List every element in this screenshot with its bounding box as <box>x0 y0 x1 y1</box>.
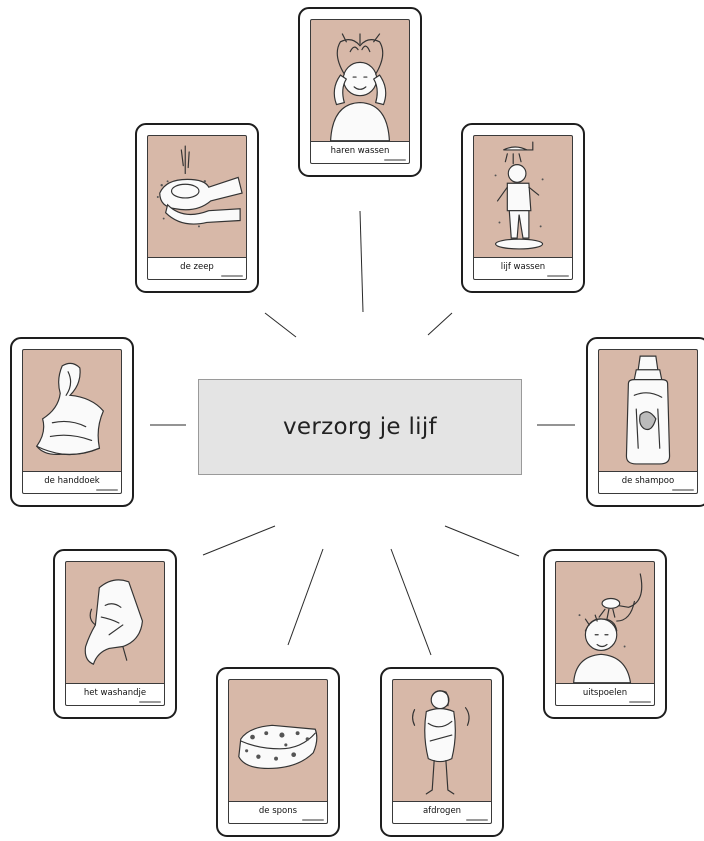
drying-off-icon <box>412 690 470 795</box>
card-picture <box>310 19 410 142</box>
card-label: haren wassen <box>310 142 410 164</box>
card-picture <box>147 135 247 258</box>
card-publisher-mark <box>96 489 118 491</box>
card-picture <box>392 679 492 802</box>
card-picture <box>598 349 698 472</box>
card-label: het washandje <box>65 684 165 706</box>
card-de-shampoo: de shampoo <box>586 337 704 507</box>
card-afdrogen: afdrogen <box>380 667 504 837</box>
card-label: lijf wassen <box>473 258 573 280</box>
card-publisher-mark <box>672 489 694 491</box>
center-topic-box: verzorg je lijf <box>198 379 522 475</box>
card-de-handdoek: de handdoek <box>10 337 134 507</box>
card-uitspoelen: uitspoelen <box>543 549 667 719</box>
card-label: de shampoo <box>598 472 698 494</box>
card-label: de spons <box>228 802 328 824</box>
card-picture <box>65 561 165 684</box>
connector-het-washandje <box>202 525 276 556</box>
card-picture <box>555 561 655 684</box>
sponge-icon <box>238 724 318 770</box>
connector-uitspoelen <box>444 525 520 557</box>
card-publisher-mark <box>384 159 406 161</box>
connector-lijf-wassen <box>427 312 453 336</box>
center-title: verzorg je lijf <box>283 414 437 440</box>
card-publisher-mark <box>547 275 569 277</box>
soap-hands-icon <box>156 145 243 228</box>
card-publisher-mark <box>466 819 488 821</box>
connector-de-zeep <box>264 312 297 338</box>
card-label: afdrogen <box>392 802 492 824</box>
card-label: uitspoelen <box>555 684 655 706</box>
connector-haren-wassen <box>359 210 364 313</box>
card-het-washandje: het washandje <box>53 549 177 719</box>
card-picture <box>22 349 122 472</box>
card-haren-wassen: haren wassen <box>298 7 422 177</box>
rinse-hair-icon <box>573 573 643 683</box>
card-publisher-mark <box>302 819 324 821</box>
card-publisher-mark <box>221 275 243 277</box>
card-de-spons: de spons <box>216 667 340 837</box>
card-picture <box>228 679 328 802</box>
card-publisher-mark <box>139 701 161 703</box>
card-de-zeep: de zeep <box>135 123 259 293</box>
card-publisher-mark <box>629 701 651 703</box>
card-label: de handdoek <box>22 472 122 494</box>
card-picture <box>473 135 573 258</box>
shampoo-bottle-icon <box>625 355 671 465</box>
connector-afdrogen <box>390 548 432 656</box>
towel-icon <box>35 362 105 456</box>
shower-body-icon <box>494 141 544 250</box>
card-label: de zeep <box>147 258 247 280</box>
hair-washing-icon <box>329 33 391 141</box>
card-lijf-wassen: lijf wassen <box>461 123 585 293</box>
washcloth-icon <box>84 579 144 665</box>
connector-de-spons <box>287 548 324 646</box>
